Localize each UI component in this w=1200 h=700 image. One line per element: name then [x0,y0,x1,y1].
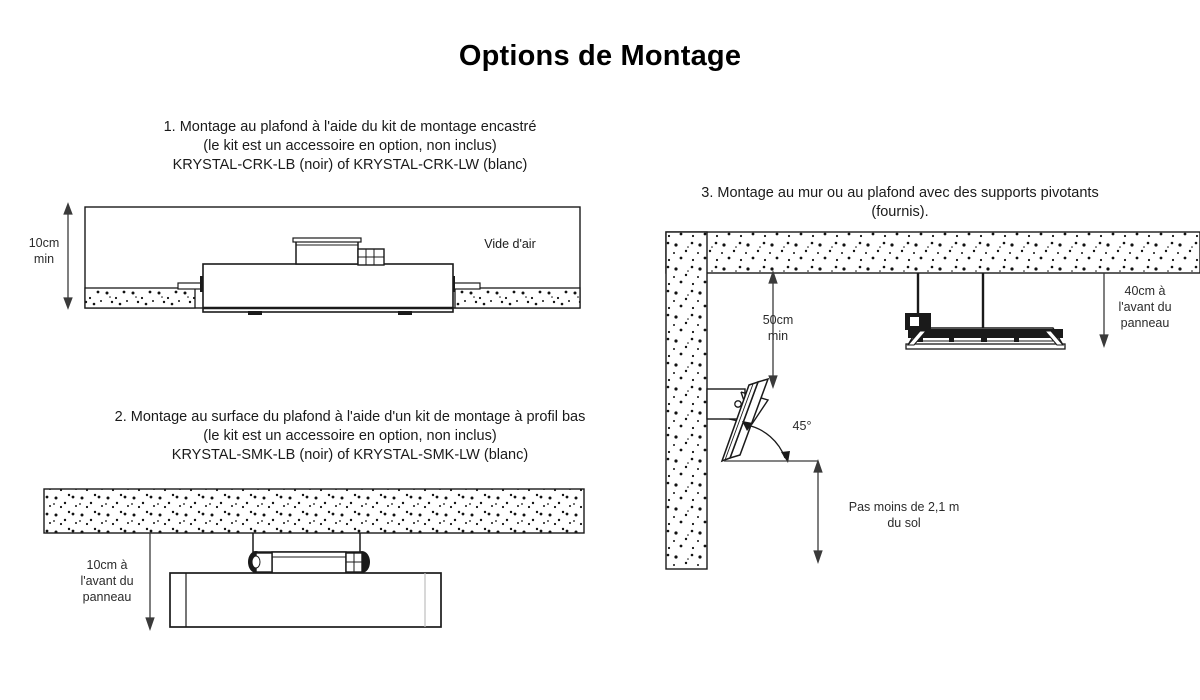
section-2-caption: 2. Montage au surface du plafond à l'aid… [114,409,586,463]
connector-block [357,248,385,266]
surface-led-panel [169,572,442,628]
section-1-caption: 1. Montage au plafond à l'aide du kit de… [163,119,537,173]
figure-surface-mount [43,488,585,631]
figure-swivel-mount [600,0,1200,700]
label-tilt-angle-45: 45° [792,419,812,433]
spring-clip-left [248,551,273,573]
spring-clip-right [345,551,370,573]
wall-structure [665,231,708,570]
ceiling-structure [665,231,1200,274]
ceiling-board [84,287,581,309]
tilt-angle-indicator [746,424,786,459]
tilted-led-panel [720,377,770,463]
panel-drop-dimension-arrow [1099,273,1109,348]
panel-mounting-tab [248,311,412,315]
drop-dimension-arrow [145,533,155,631]
label-panel-drop-40cm: 40cm à l'avant du panneau [1118,284,1172,330]
label-floor-clearance: Pas moins de 2,1 m du sol [848,500,960,530]
clearance-dimension-arrow [63,202,73,310]
tilt-angle-arrowheads [742,421,790,463]
label-drop-10cm: 10cm à l'avant du panneau [80,558,134,604]
label-ceiling-clearance-50cm: 50cm min [762,313,794,343]
label-air-gap: Vide d'air [484,237,536,251]
low-profile-kit-bracket [252,533,361,553]
section-3-caption: 3. Montage au mur ou au plafond avec des… [701,185,1099,220]
page-title: Options de Montage [458,40,742,72]
suspended-driver-box [905,313,931,330]
figure-recessed-mount [0,0,620,380]
suspended-led-panel [905,327,1066,350]
led-panel-body [202,263,454,313]
floor-clearance-dimension-arrow [813,459,823,564]
ceiling-slab [43,488,585,534]
driver-box [292,237,362,265]
label-clearance-10cm: 10cm min [28,236,60,266]
kit-body [271,551,347,575]
ceiling-clearance-dimension-arrow [768,270,778,389]
